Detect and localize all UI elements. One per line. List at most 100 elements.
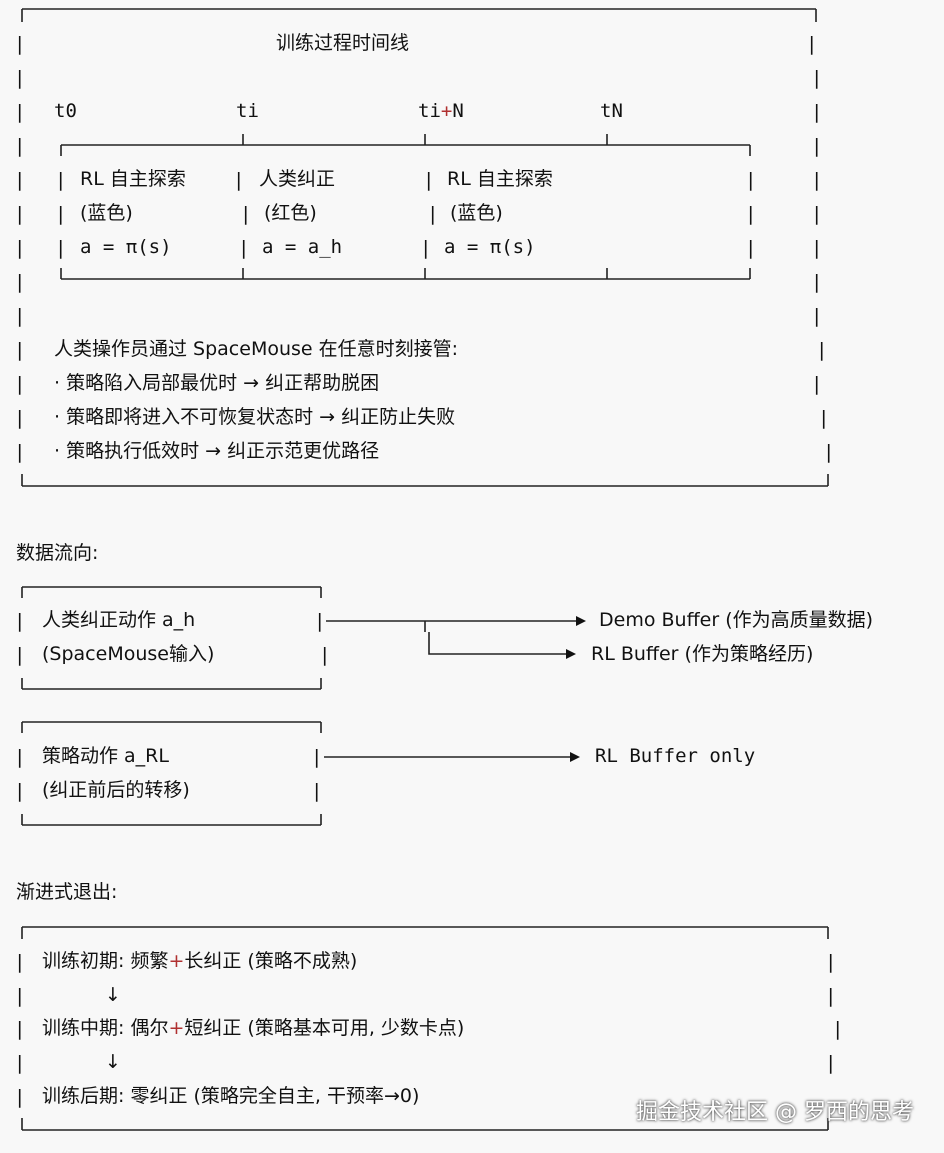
box-side-bars: |: [816, 339, 828, 361]
box-side-bars: |: [825, 1052, 837, 1074]
box-side-bars: |: [823, 441, 835, 463]
box-side-bars: |: [14, 67, 26, 89]
segment-formula: a = π(s): [80, 236, 172, 258]
box-side-bars: |: [14, 1018, 26, 1040]
segment-color: (蓝色): [80, 202, 133, 224]
rl-buffer-target: RL Buffer (作为策略经历): [591, 643, 814, 665]
dataflow-box2: [21, 721, 322, 826]
box-side-bars: |: [811, 305, 823, 327]
arrow-demo-head: [576, 616, 586, 626]
segment-bars: |: [55, 237, 67, 259]
segment-formula: a = π(s): [444, 236, 536, 258]
box-side-bars: |: [811, 271, 823, 293]
segment-color: (红色): [264, 202, 317, 224]
plus-sign: +: [168, 1017, 185, 1039]
segment-label: RL 自主探索: [447, 168, 553, 190]
segment-bars: |: [233, 169, 245, 191]
box-side-bars: |: [811, 67, 823, 89]
box-side-bars: |: [811, 373, 823, 395]
box-side-bars: |: [14, 203, 26, 225]
phase-stage-early: 训练初期: 频繁+长纠正 (策略不成熟): [42, 950, 358, 972]
box-side-bars: |: [14, 237, 26, 259]
arrow-rlonly-head: [570, 752, 580, 762]
box-side-bars: |: [811, 101, 823, 123]
bullet-item: · 策略执行低效时 → 纠正示范更优路径: [54, 440, 380, 462]
segment-bars: |: [745, 169, 757, 191]
segment-label: 人类纠正: [259, 168, 336, 190]
box-side-bars: |: [311, 746, 323, 768]
segment-bars: |: [745, 203, 757, 225]
box-side-bars: |: [14, 271, 26, 293]
box-side-bars: |: [14, 1086, 26, 1108]
box-side-bars: |: [14, 1052, 26, 1074]
watermark: 掘金技术社区 @ 罗西的思考: [636, 1100, 914, 1125]
box-side-bars: |: [14, 135, 26, 157]
phase-stage-mid: 训练中期: 偶尔+短纠正 (策略基本可用, 少数卡点): [42, 1017, 465, 1039]
box-side-bars: |: [811, 237, 823, 259]
box-side-bars: |: [832, 1018, 844, 1040]
bullet-item: · 策略陷入局部最优时 → 纠正帮助脱困: [54, 372, 380, 394]
box-side-bars: |: [319, 644, 331, 666]
box-side-bars: |: [14, 407, 26, 429]
box-side-bars: |: [806, 33, 818, 55]
tick-label-tiN: ti+N: [418, 100, 464, 122]
phaseout-title: 渐进式退出:: [16, 881, 118, 903]
box-side-bars: |: [14, 373, 26, 395]
box-side-bars: |: [314, 610, 326, 632]
segment-bars: |: [55, 169, 67, 191]
dataflow-box1-line2: (SpaceMouse输入): [42, 643, 215, 665]
plus-sign: +: [168, 950, 185, 972]
box-side-bars: |: [14, 305, 26, 327]
dataflow-box1: [21, 586, 322, 690]
box-side-bars: |: [311, 780, 323, 802]
box-side-bars: |: [811, 135, 823, 157]
segment-bars: |: [55, 203, 67, 225]
box-side-bars: |: [14, 780, 26, 802]
segment-bars: |: [427, 203, 439, 225]
box-side-bars: |: [14, 610, 26, 632]
segments-box: [60, 144, 751, 280]
box-side-bars: |: [14, 985, 26, 1007]
box-side-bars: |: [14, 746, 26, 768]
phaseout-box: [21, 926, 829, 1131]
box-side-bars: |: [825, 951, 837, 973]
box-side-bars: |: [14, 169, 26, 191]
box-side-bars: |: [811, 169, 823, 191]
box-side-bars: |: [818, 407, 830, 429]
rl-buffer-only-target: RL Buffer only: [595, 745, 756, 767]
dataflow-box2-line2: (纠正前后的转移): [42, 779, 190, 801]
takeover-heading: 人类操作员通过 SpaceMouse 在任意时刻接管:: [54, 338, 459, 360]
dataflow-box2-line1: 策略动作 a_RL: [42, 745, 169, 767]
box-side-bars: |: [825, 985, 837, 1007]
segment-bars: |: [745, 237, 757, 259]
tick-label-t0: t0: [54, 100, 77, 122]
box-side-bars: |: [811, 203, 823, 225]
box-side-bars: |: [14, 33, 26, 55]
phase-stage-late: 训练后期: 零纠正 (策略完全自主, 干预率→0): [42, 1085, 420, 1107]
segment-label: RL 自主探索: [80, 168, 186, 190]
timeline-outer-box: [21, 8, 829, 487]
segment-bars: |: [238, 237, 250, 259]
segment-color: (蓝色): [450, 202, 503, 224]
tick-label-tN: tN: [600, 100, 623, 122]
dataflow-box1-line1: 人类纠正动作 a_h: [42, 609, 196, 631]
arrow-rl-line: [424, 621, 566, 655]
box-side-bars: |: [14, 951, 26, 973]
tick-label-ti: ti: [236, 100, 259, 122]
segment-bars: |: [420, 237, 432, 259]
phase-arrow: ↓: [105, 984, 121, 1006]
phase-arrow: ↓: [105, 1051, 121, 1073]
tick-marks: [242, 134, 608, 279]
bullet-item: · 策略即将进入不可恢复状态时 → 纠正防止失败: [54, 406, 456, 428]
box-side-bars: |: [14, 441, 26, 463]
segment-formula: a = a_h: [262, 236, 343, 258]
timeline-title: 训练过程时间线: [276, 32, 410, 54]
box-side-bars: |: [14, 101, 26, 123]
segment-bars: |: [423, 169, 435, 191]
box-side-bars: |: [14, 644, 26, 666]
demo-buffer-target: Demo Buffer (作为高质量数据): [599, 609, 874, 631]
arrow-rl-head: [566, 649, 576, 659]
segment-bars: |: [240, 203, 252, 225]
box-side-bars: |: [14, 339, 26, 361]
